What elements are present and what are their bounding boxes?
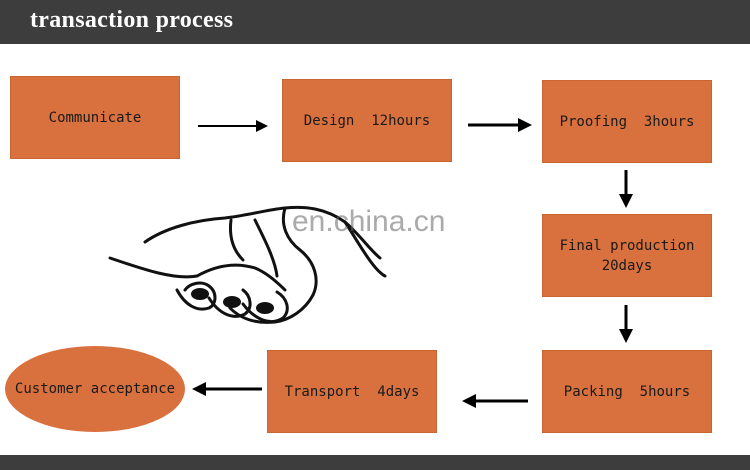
- step-final-production: Final production 20days: [542, 214, 712, 297]
- step-customer-acceptance: Customer acceptance: [5, 346, 185, 432]
- step-proofing-label: Proofing 3hours: [559, 113, 695, 130]
- handshake-image: [105, 180, 390, 338]
- arrow-down-icon: [619, 305, 633, 343]
- arrow-down-icon: [619, 170, 633, 208]
- watermark-text: en.china.cn: [292, 205, 446, 238]
- step-packing-label: Packing 5hours: [563, 383, 691, 400]
- arrow-right-icon: [468, 118, 532, 132]
- step-design: Design 12hours: [282, 79, 452, 162]
- step-transport: Transport 4days: [267, 350, 437, 433]
- step-customer-acceptance-label: Customer acceptance: [14, 381, 176, 397]
- step-packing: Packing 5hours: [542, 350, 712, 433]
- step-communicate: Communicate: [10, 76, 180, 159]
- step-final-production-line1: Final production: [559, 237, 695, 254]
- arrow-right-icon: [198, 120, 268, 132]
- page-title: transaction process: [30, 7, 234, 33]
- handshake-icon: [108, 205, 387, 324]
- step-communicate-label: Communicate: [48, 109, 142, 126]
- step-proofing: Proofing 3hours: [542, 80, 712, 163]
- footer-bar: [0, 455, 750, 470]
- step-final-production-line2: 20days: [601, 257, 653, 274]
- step-transport-label: Transport 4days: [284, 383, 420, 400]
- header-bar: transaction process: [0, 0, 750, 44]
- step-design-label: Design 12hours: [303, 112, 431, 129]
- arrow-left-icon: [192, 382, 262, 396]
- arrow-left-icon: [462, 394, 528, 408]
